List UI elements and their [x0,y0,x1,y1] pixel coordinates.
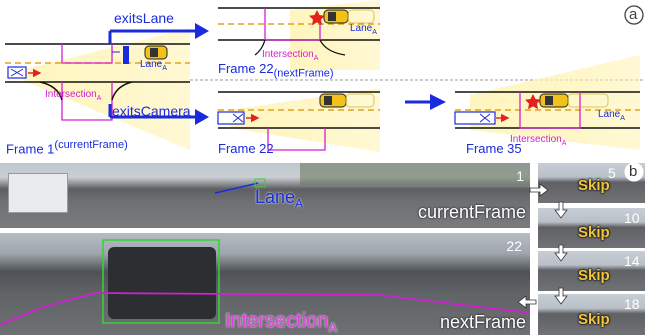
frame1-label-text: Frame 1 [6,141,55,157]
next-frame-label: nextFrame [439,312,526,332]
intersection-sub: A [328,320,338,335]
next-frame-number: 22 [506,238,522,254]
skip-thumb-2: 10 Skip [538,208,645,248]
lane-label-text: Lane [140,59,163,70]
jeep [108,247,216,319]
frame1-scene [5,28,190,150]
truck [8,173,68,213]
skip-label: Skip [578,267,610,284]
intersection-sub: A [561,140,567,147]
arrow-to-frame35 [405,94,446,110]
lane-sub: A [162,65,167,72]
current-frame-label: currentFrame [417,202,526,222]
skip-label: Skip [578,177,610,194]
skip-label: Skip [578,224,610,241]
lane-sub: A [620,115,625,122]
current-frame-overlay [214,178,266,194]
frame22-top-sup: (nextFrame) [273,67,334,80]
skip-number: 18 [624,296,640,312]
intersection-label-text: Intersection [225,310,329,332]
skip-number: 5 [608,165,616,181]
frame22-bottom-scene [217,88,380,152]
skip-flow-arrows [517,162,644,309]
arrow-exits-lane [108,23,209,44]
skip-thumb-4: 18 Skip [538,294,645,335]
frame22-top-lane-label: LaneA [350,23,377,37]
trees [300,163,530,185]
frame1-intersection-label: IntersectionA [45,89,102,103]
next-intersection-label: IntersectionA [225,311,337,334]
frame22-bottom-label: Frame 22 [218,141,274,156]
frame22-top-intersection-label: IntersectionA [262,49,319,63]
current-frame-photo: LaneA 1 currentFrame [0,163,530,228]
frame22-top-scene [218,0,380,70]
frame22-top-label: Frame 22(nextFrame) [218,62,334,80]
frame1-label: Frame 1(currentFrame) [6,139,128,157]
lane-sub: A [295,196,304,211]
frame35-lane-label: LaneA [598,109,625,123]
skip-number: 14 [624,253,640,269]
frame1-sup: (currentFrame) [54,139,128,151]
intersection-label-text: Intersection [45,89,97,100]
lane-label-text: Lane [598,109,621,120]
exits-lane-label: exitsLane [114,10,174,26]
frame35-label: Frame 35 [466,141,522,156]
current-lane-label: LaneA [255,188,303,210]
frame1-lane-label: LaneA [140,59,167,73]
intersection-label-text: Intersection [262,49,314,60]
lane-label-text: Lane [350,23,373,34]
skip-label: Skip [578,311,610,328]
panel-a-badge: a [629,6,638,23]
lane-label-text: Lane [255,187,296,207]
next-frame-overlay [0,239,530,326]
intersection-label-text: Intersection [510,134,562,145]
panel-b-badge: b [629,163,638,180]
frame35-scene [454,55,640,150]
exits-camera-label: exitsCamera [112,103,191,119]
intersection-sub: A [313,55,319,62]
frame35-intersection-label: IntersectionA [510,134,567,148]
skip-thumb-3: 14 Skip [538,251,645,291]
lane-sub: A [372,29,377,36]
frame22-top-label-text: Frame 22 [218,61,274,76]
next-frame-photo: IntersectionA 22 nextFrame [0,233,530,335]
current-frame-number: 1 [516,168,524,184]
arrow-exits-camera [108,104,209,125]
panel-a-diagram [5,0,645,152]
skip-number: 10 [624,210,640,226]
intersection-sub: A [96,95,102,102]
